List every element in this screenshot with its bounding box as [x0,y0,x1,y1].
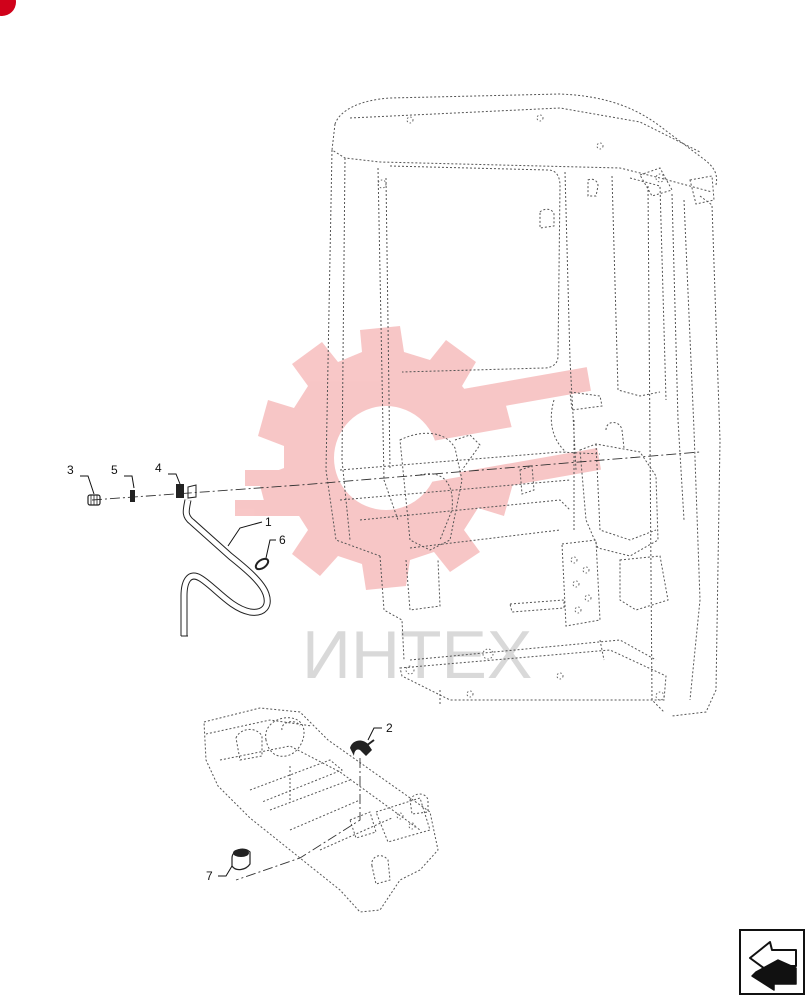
clamp-part-4 [176,484,197,499]
callout-number-3: 3 [67,463,74,477]
cap-part-7 [231,848,251,871]
assembly-centerline [91,451,701,501]
callout-number-1: 1 [265,515,272,529]
console-outline [203,707,439,913]
corner-marker-icon [0,0,16,16]
callout-number-5: 5 [111,463,118,477]
cab-outline [325,93,721,717]
callout-number-7: 7 [206,869,213,883]
hose-clamp-part-2 [350,739,375,756]
fitting-part-3 [87,494,101,506]
watermark-logo [235,326,602,590]
console-centerline [235,758,361,881]
callout-number-2: 2 [386,721,393,735]
callout-number-6: 6 [279,533,286,547]
watermark-text: ИНТЕХ [302,617,532,693]
washer-part-5 [130,490,135,502]
callout-leaders [80,473,382,877]
arrow-return-icon[interactable] [739,929,805,995]
hose-part-1 [180,499,271,637]
o-ring-part-6 [254,557,270,571]
callout-number-4: 4 [155,461,162,475]
